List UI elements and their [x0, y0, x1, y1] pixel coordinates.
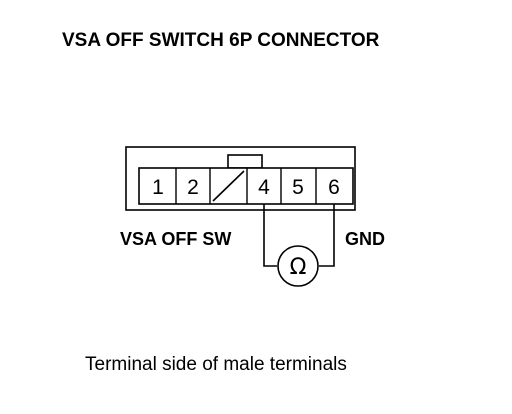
terminal-row-frame [138, 167, 354, 205]
connector-outer-frame [125, 146, 356, 211]
connector-lock-tab [227, 154, 263, 169]
vsa-off-sw-label: VSA OFF SW [120, 229, 231, 249]
blank-terminal-slash-icon [212, 170, 245, 202]
terminal-1-label: 1 [152, 176, 164, 199]
terminal-2-label: 2 [187, 176, 199, 199]
connector-housing [125, 146, 356, 211]
ohm-symbol: Ω [290, 255, 307, 280]
terminal-6-label: 6 [328, 176, 340, 199]
test-leads [263, 204, 335, 267]
diagram-caption: Terminal side of male terminals [85, 354, 347, 375]
terminal-4-label: 4 [258, 176, 270, 199]
diagram-title: VSA OFF SWITCH 6P CONNECTOR [62, 30, 380, 51]
lead-terminal-6 [319, 204, 335, 267]
lead-terminal-4 [263, 204, 277, 267]
terminal-cells [175, 168, 317, 204]
ohmmeter-icon: Ω [277, 245, 319, 287]
gnd-label: GND [345, 229, 385, 249]
terminal-5-label: 5 [292, 176, 304, 199]
